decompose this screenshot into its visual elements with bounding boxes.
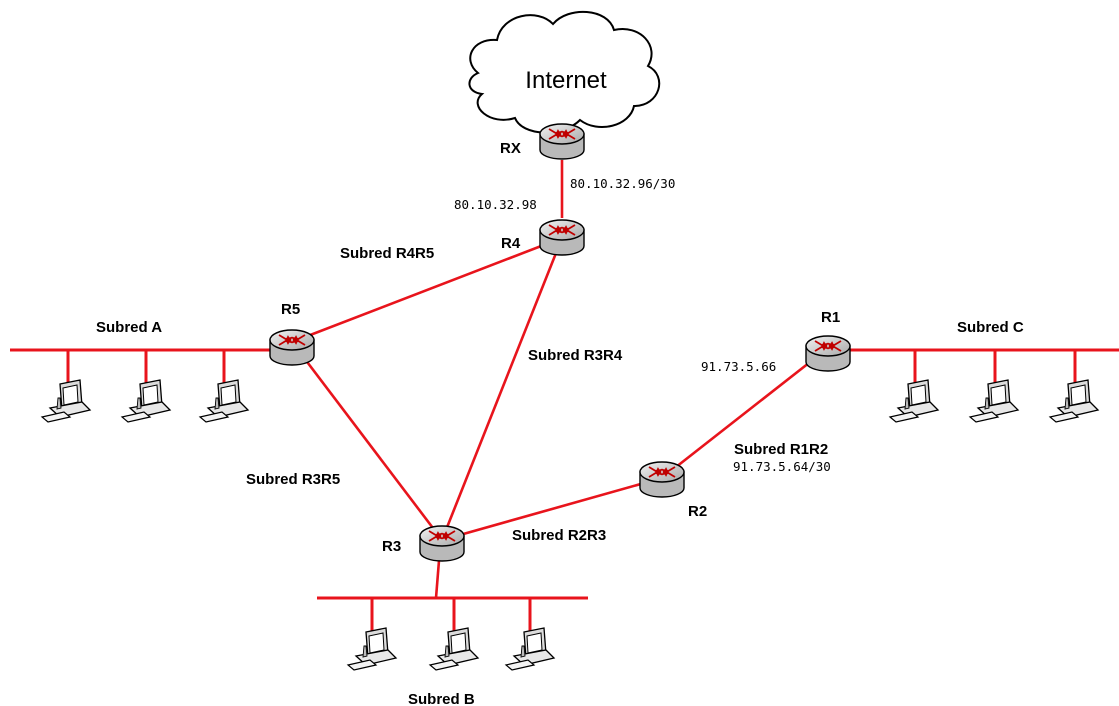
link-r4-r5 xyxy=(291,236,563,344)
link-r2-r3 xyxy=(441,476,663,542)
link-r3-r5 xyxy=(290,341,444,541)
router-r4-label: R4 xyxy=(501,235,521,252)
computer-icon xyxy=(889,379,939,423)
computer-icon xyxy=(505,627,555,671)
computer-icon xyxy=(41,379,91,423)
subnet-c-bus xyxy=(850,348,1119,384)
computer-icon xyxy=(429,627,479,671)
net-r1r2-address: 91.73.5.64/30 xyxy=(733,459,831,474)
subnet-c-label: Subred C xyxy=(957,319,1024,336)
r1-ip-address: 91.73.5.66 xyxy=(701,359,776,374)
subnet-a-bus xyxy=(10,348,270,384)
subnet-r3r4-label: Subred R3R4 xyxy=(528,347,623,364)
router-r5-icon xyxy=(269,329,315,366)
subnet-a-label: Subred A xyxy=(96,319,162,336)
router-r3-label: R3 xyxy=(382,538,401,555)
router-r2-icon xyxy=(639,461,685,498)
router-rx-icon xyxy=(539,123,585,160)
router-rx-label: RX xyxy=(500,140,521,157)
internet-cloud-icon xyxy=(468,11,661,134)
subnet-b-bus xyxy=(317,596,588,632)
links xyxy=(290,160,829,599)
subnet-r1r2-label: Subred R1R2 xyxy=(734,441,828,458)
subnet-r4r5-label: Subred R4R5 xyxy=(340,245,434,262)
internet-label: Internet xyxy=(525,67,607,94)
link-r3-r4 xyxy=(440,237,564,541)
subnet-r2r3-label: Subred R2R3 xyxy=(512,527,606,544)
computer-icon xyxy=(121,379,171,423)
router-r3-icon xyxy=(419,525,465,562)
subnet-r3r5-label: Subred R3R5 xyxy=(246,471,340,488)
computer-icon xyxy=(199,379,249,423)
computer-icon xyxy=(347,627,397,671)
computer-icon xyxy=(1049,379,1099,423)
router-r1-icon xyxy=(805,335,851,372)
link-r1-r2 xyxy=(661,346,829,480)
router-r5-label: R5 xyxy=(281,301,300,318)
router-r1-label: R1 xyxy=(821,309,840,326)
subnet-b-label: Subred B xyxy=(408,691,475,706)
computer-icon xyxy=(969,379,1019,423)
router-r2-label: R2 xyxy=(688,503,707,520)
router-r4-icon xyxy=(539,219,585,256)
r4-ip-address: 80.10.32.98 xyxy=(454,197,537,212)
net-rx-r4-address: 80.10.32.96/30 xyxy=(570,176,675,191)
